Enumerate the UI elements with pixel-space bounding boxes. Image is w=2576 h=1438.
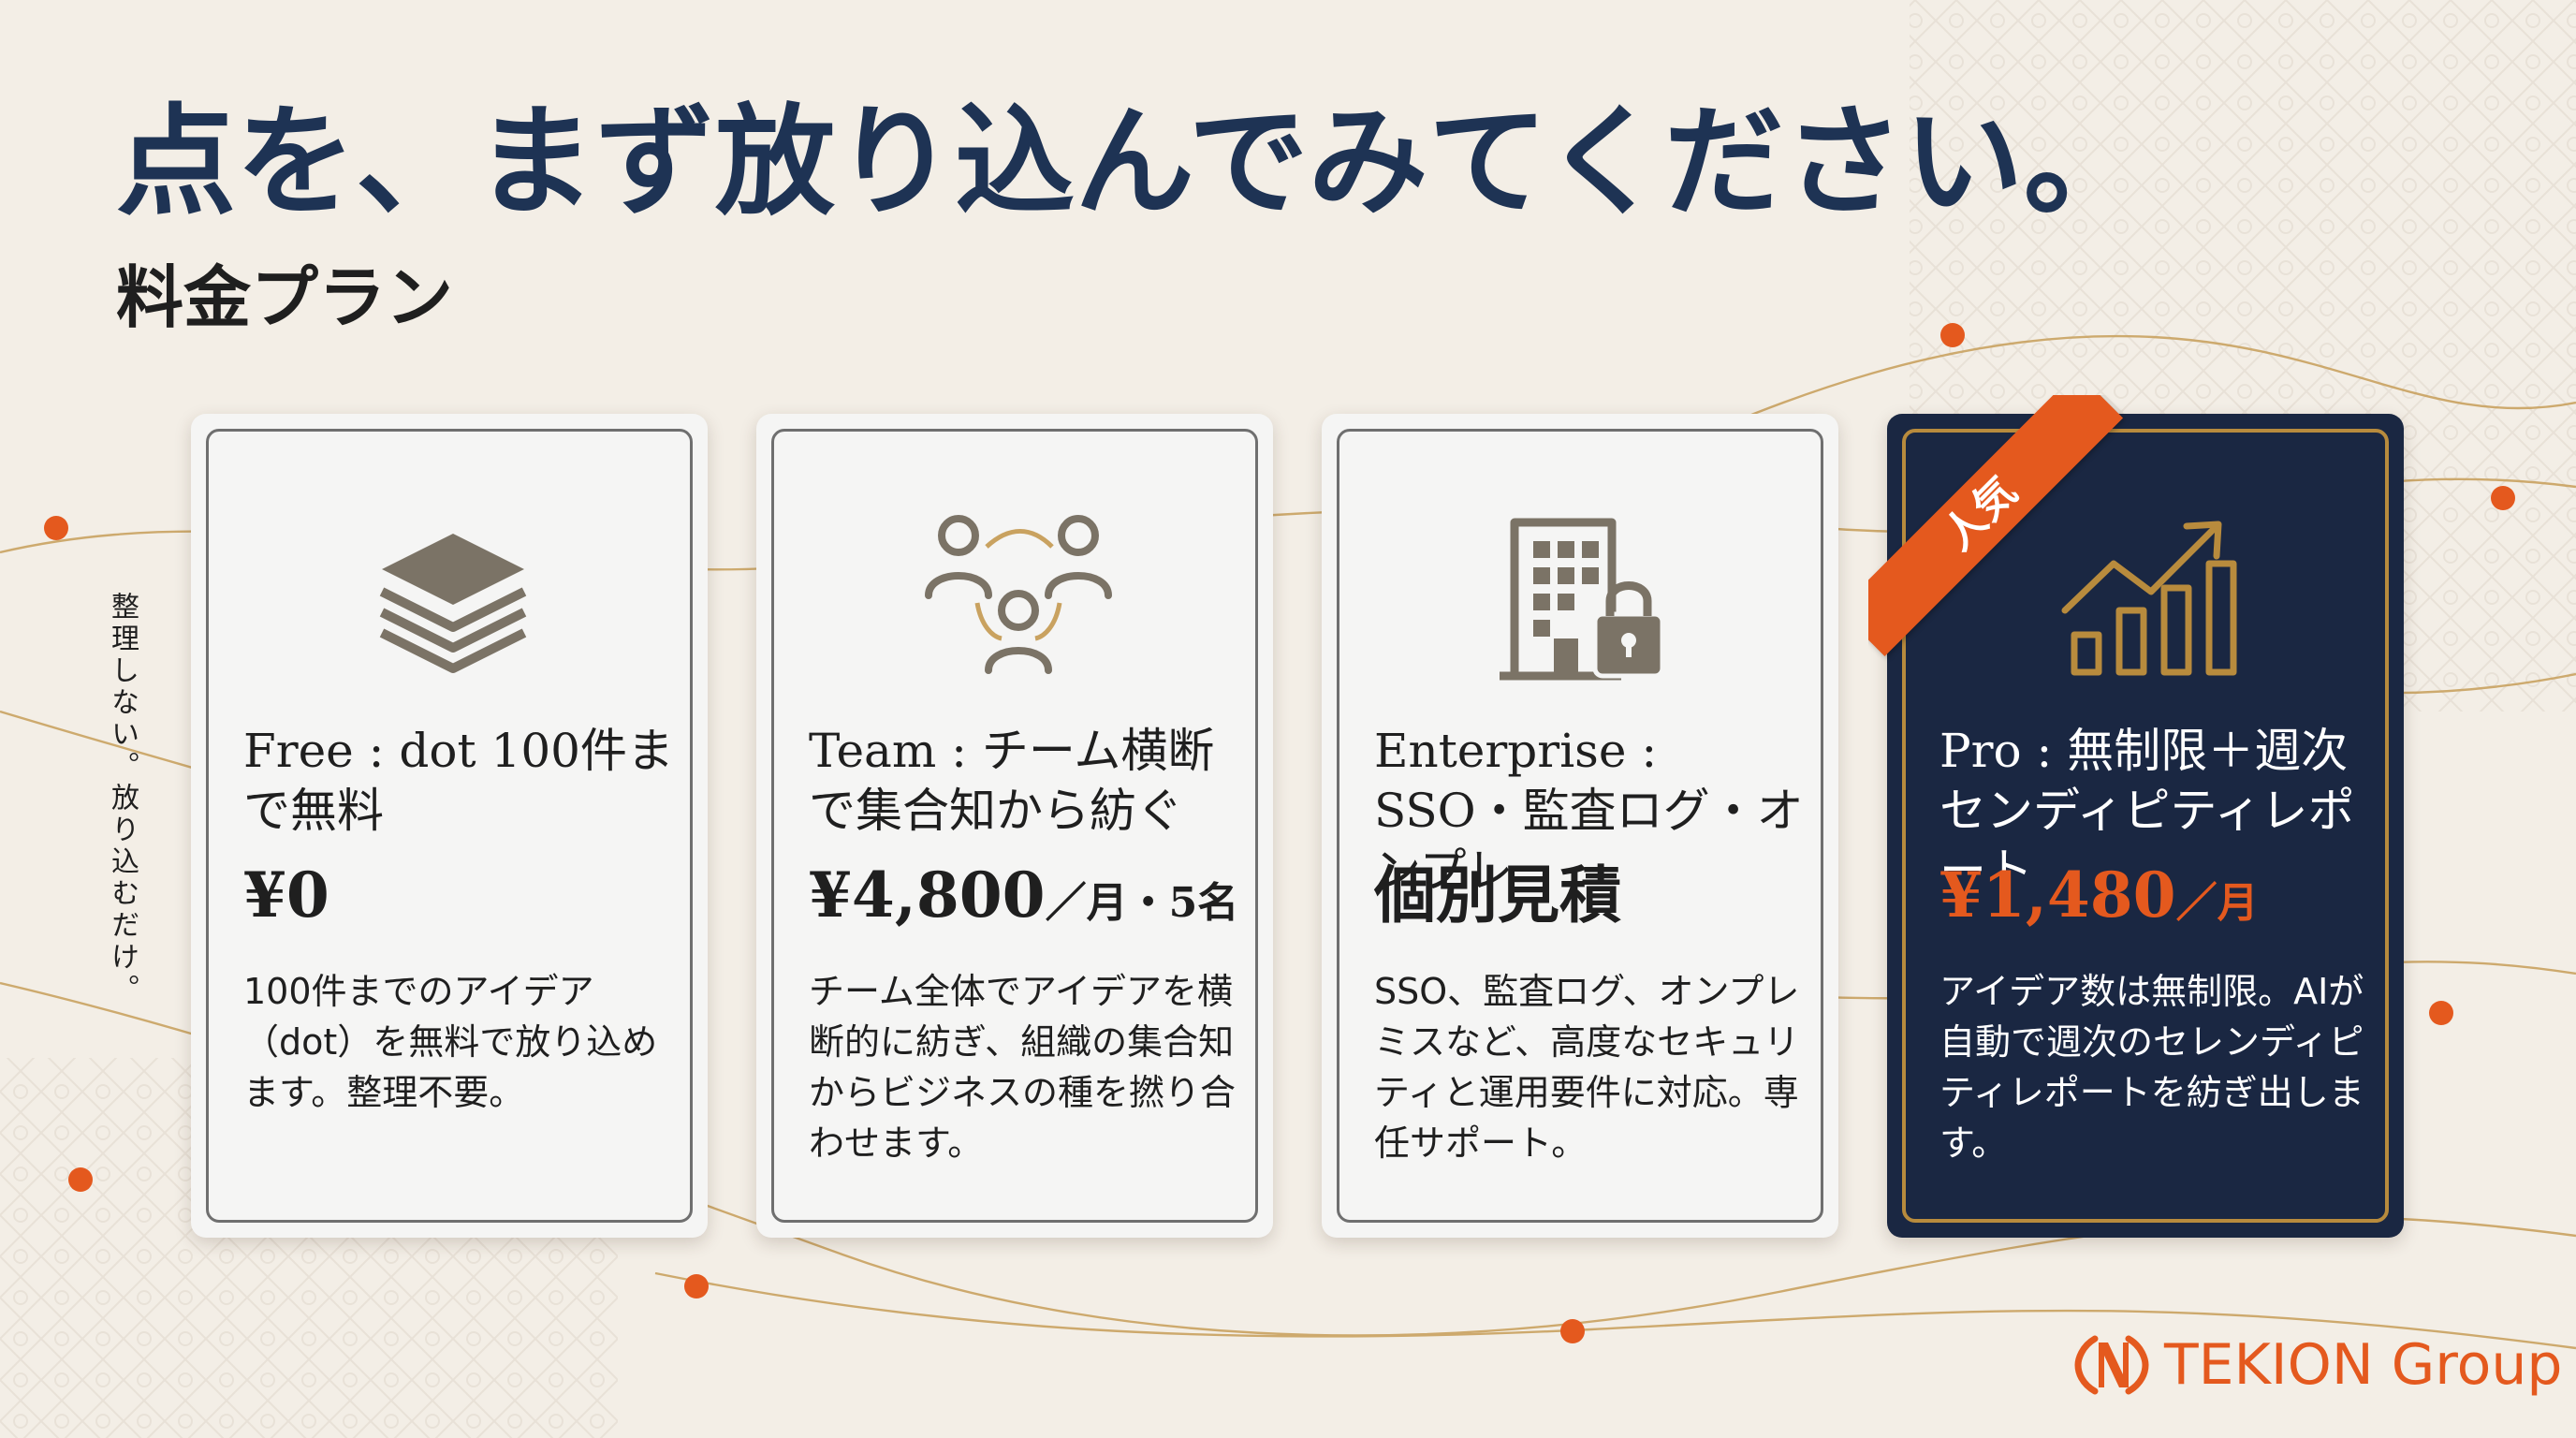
plan-card-pro[interactable]: 人気 Pro : 無制限＋週次センディピティレポート ¥1,480／月 アイデア… bbox=[1868, 395, 2404, 1238]
ribbon-band: 人気 bbox=[1868, 395, 2124, 657]
price-amount: 個別見積 bbox=[1374, 858, 1621, 932]
plan-price: ¥1,480／月 bbox=[1939, 856, 2259, 943]
plan-title: Team : チーム横断で集合知から紡ぐ bbox=[809, 724, 1215, 838]
growth-chart-icon bbox=[2061, 521, 2237, 676]
plan-card-team[interactable]: Team : チーム横断で集合知から紡ぐ ¥4,800／月・5名 チーム全体でア… bbox=[756, 414, 1273, 1238]
plan-title: Free : dot 100件まで無料 bbox=[243, 724, 674, 838]
plan-card-enterprise[interactable]: Enterprise : SSO・監査ログ・オンプレ 個別見積 SSO、監査ログ… bbox=[1322, 414, 1838, 1238]
price-amount: ¥4,800 bbox=[809, 858, 1046, 932]
logo-text: TEKION Group bbox=[2164, 1332, 2563, 1398]
price-amount: ¥1,480 bbox=[1939, 858, 2176, 932]
plan-price: ¥4,800／月・5名 bbox=[809, 856, 1238, 943]
page-subheadline: 料金プラン bbox=[116, 257, 454, 337]
plan-description: アイデア数は無制限。AIが自動で週次のセレンディピティレポートを紡ぎ出します。 bbox=[1939, 971, 2364, 1164]
price-unit: ／月 bbox=[2175, 879, 2259, 927]
price-unit: ／月・5名 bbox=[1045, 879, 1239, 927]
popular-ribbon: 人気 bbox=[1868, 395, 2149, 676]
side-tagline: 整理しない。放り込むだけ。 bbox=[106, 592, 139, 1005]
plan-description: SSO、監査ログ、オンプレミスなど、高度なセキュリティと運用要件に対応。専任サポ… bbox=[1374, 971, 1800, 1164]
popular-badge: 人気 bbox=[1934, 467, 2027, 560]
plan-price: 個別見積 bbox=[1374, 856, 1621, 943]
plan-card-free[interactable]: Free : dot 100件まで無料 ¥0 100件までのアイデア（dot）を… bbox=[191, 414, 708, 1238]
team-network-icon bbox=[925, 515, 1112, 674]
plan-description: チーム全体でアイデアを横断的に紡ぎ、組織の集合知からビジネスの種を撚り合わせます… bbox=[809, 971, 1237, 1164]
building-lock-icon bbox=[1500, 518, 1665, 681]
plan-description: 100件までのアイデア（dot）を無料で放り込めます。整理不要。 bbox=[243, 971, 658, 1113]
plan-title: Pro : 無制限＋週次センディピティレポート bbox=[1939, 724, 2355, 898]
stacked-layers-icon bbox=[379, 534, 527, 673]
company-logo: TEKION Group bbox=[2074, 1328, 2562, 1402]
plan-price: ¥0 bbox=[243, 856, 329, 943]
plan-title: Enterprise : SSO・監査ログ・オンプレ bbox=[1374, 724, 1804, 898]
page-headline: 点を、まず放り込んでみてください。 bbox=[116, 92, 2144, 232]
price-amount: ¥0 bbox=[243, 858, 329, 932]
logo-mark-icon bbox=[2074, 1335, 2149, 1395]
